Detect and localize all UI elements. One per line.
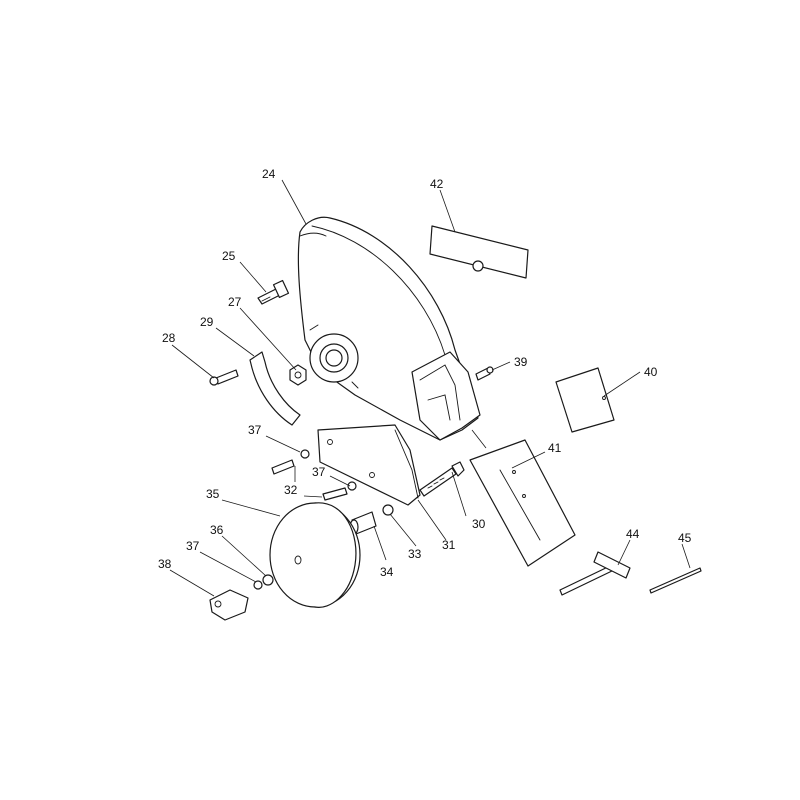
label-31: 31 xyxy=(442,538,456,552)
label-40: 40 xyxy=(644,365,658,379)
wheel-35 xyxy=(269,502,361,608)
label-34: 34 xyxy=(380,565,394,579)
label-44: 44 xyxy=(626,527,640,541)
label-38: 38 xyxy=(158,557,172,571)
bolt-32 xyxy=(271,459,348,501)
label-35: 35 xyxy=(206,487,220,501)
screw-39 xyxy=(475,366,494,381)
pin-45 xyxy=(649,567,702,594)
label-24: 24 xyxy=(262,167,276,181)
plate-40 xyxy=(555,367,615,433)
t-wrench-44 xyxy=(559,551,631,596)
bolt-30 xyxy=(419,461,465,497)
part-labels: 24 25 27 28 29 37 37 32 30 31 33 34 35 3… xyxy=(158,167,692,579)
knob-38 xyxy=(209,589,249,621)
label-41: 41 xyxy=(548,441,562,455)
blade-guard-24 xyxy=(297,216,481,441)
label-plate-42 xyxy=(429,225,529,279)
label-42: 42 xyxy=(430,177,444,191)
strap-29 xyxy=(249,351,301,426)
shield-41 xyxy=(469,439,576,567)
label-25: 25 xyxy=(222,249,236,263)
label-37-mid: 37 xyxy=(312,465,326,479)
screw-28 xyxy=(209,369,239,386)
leader-lines xyxy=(169,179,691,597)
label-37-bottom: 37 xyxy=(186,539,200,553)
label-39: 39 xyxy=(514,355,528,369)
washer-36 xyxy=(262,574,274,586)
label-37-top: 37 xyxy=(248,423,262,437)
label-27: 27 xyxy=(228,295,242,309)
label-36: 36 xyxy=(210,523,224,537)
label-29: 29 xyxy=(200,315,214,329)
label-45: 45 xyxy=(678,531,692,545)
label-33: 33 xyxy=(408,547,422,561)
bolt-25 xyxy=(257,279,290,305)
plate-31 xyxy=(317,424,421,506)
nut-27 xyxy=(289,364,307,386)
washer-37 xyxy=(253,449,357,590)
label-32: 32 xyxy=(284,483,298,497)
label-30: 30 xyxy=(472,517,486,531)
label-28: 28 xyxy=(162,331,176,345)
washer-33 xyxy=(382,504,394,516)
